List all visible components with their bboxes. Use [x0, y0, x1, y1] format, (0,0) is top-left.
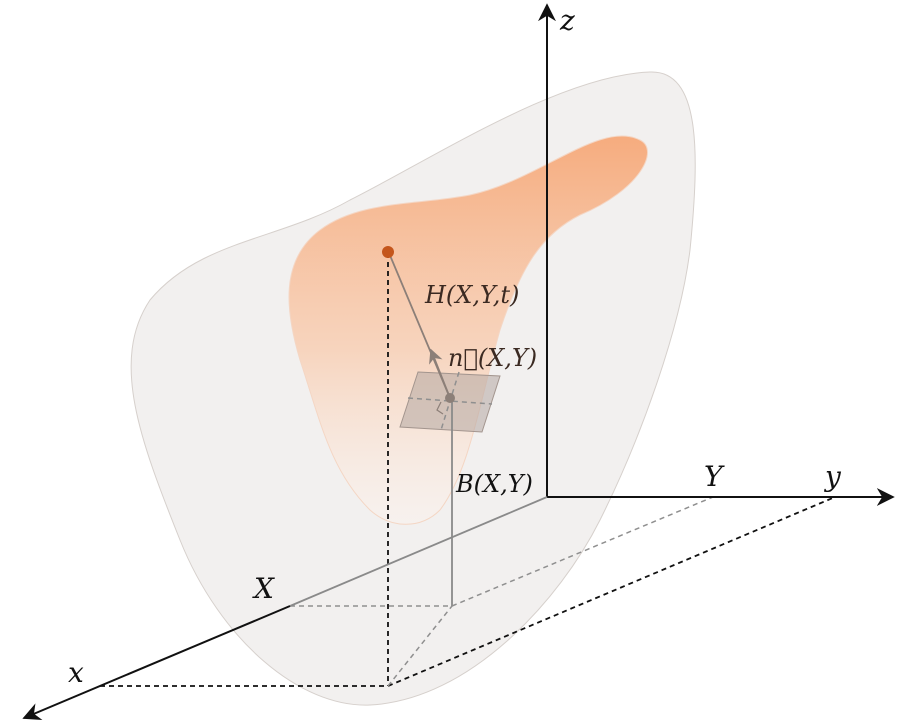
Y-mark-label: Y — [704, 460, 725, 493]
H-label: H(X,Y,t) — [424, 281, 519, 309]
normal-vector-arrow — [429, 348, 451, 399]
x-axis-label: x — [68, 656, 84, 689]
y-axis-label: y — [823, 460, 842, 493]
B-label: B(X,Y) — [455, 470, 533, 498]
Y-mark-connector — [387, 605, 453, 687]
water-surface — [288, 135, 648, 525]
right-angle-mark — [436, 401, 444, 415]
bed-point — [445, 393, 455, 403]
water-surface-point — [382, 246, 394, 258]
x-axis-grey-segment — [289, 496, 548, 607]
normal-vector-label: n⃗(X,Y) — [448, 344, 537, 372]
z-axis-label: z — [559, 4, 575, 37]
x-axis — [22, 605, 291, 721]
X-mark-label: X — [252, 572, 275, 605]
y-guide-line — [451, 496, 714, 607]
